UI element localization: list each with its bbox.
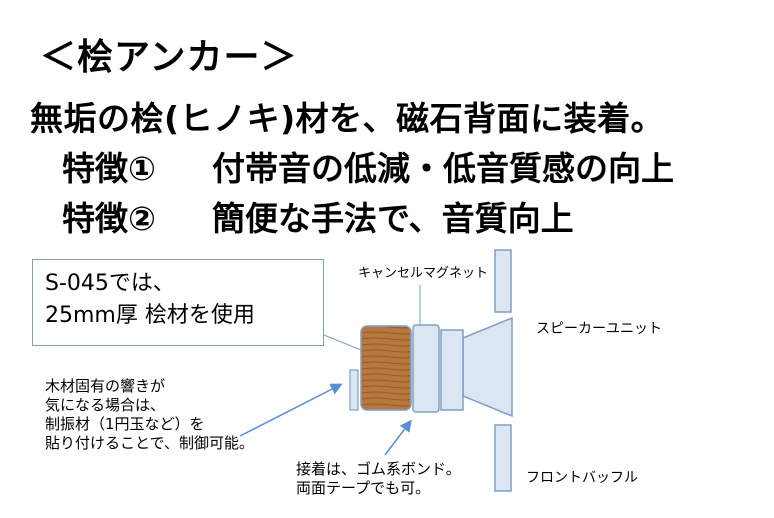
wood-note-line-3: 制振材（1円玉など）を [45, 415, 205, 433]
callout-leader [323, 334, 362, 351]
front-baffle-bottom [494, 424, 512, 492]
feature-2-text: 簡便な手法で、音質向上 [212, 199, 574, 238]
speaker-cone [462, 316, 513, 418]
damping-material [349, 369, 359, 411]
page-title: ＜桧アンカー＞ [40, 37, 298, 78]
bond-note-line-2: 両面テープでも可。 [296, 479, 431, 497]
callout-line-1: S-045では、 [45, 271, 175, 296]
headline: 無垢の桧(ヒノキ)材を、磁石背面に装着。 [30, 99, 665, 138]
bond-note-arrow [384, 419, 412, 456]
hinoki-wood-block [360, 325, 412, 411]
bond-note-line-1: 接着は、ゴム系ボンド。 [296, 460, 461, 478]
speaker-unit-label: スピーカーユニット [536, 321, 662, 337]
feature-2-number: 特徴② [62, 199, 156, 238]
wood-note-arrow [239, 383, 343, 437]
main-magnet [440, 329, 464, 411]
front-baffle-label: フロントバッフル [526, 470, 638, 486]
callout-line-2: 25mm厚 桧材を使用 [45, 303, 255, 328]
feature-1: 特徴① 付帯音の低減・低音質感の向上 [62, 142, 674, 190]
feature-1-number: 特徴① [62, 149, 156, 188]
bond-note: 接着は、ゴム系ボンド。 両面テープでも可。 [296, 460, 461, 498]
wood-note-line-1: 木材固有の響きが [45, 377, 166, 395]
cancel-magnet-label: キャンセルマグネット [358, 266, 489, 281]
wood-note-line-2: 気になる場合は、 [45, 396, 166, 414]
wood-resonance-note: 木材固有の響きが 気になる場合は、 制振材（1円玉など）を 貼り付けることで、制… [45, 377, 254, 453]
front-baffle-top [494, 249, 512, 313]
wood-note-line-4: 貼り付けることで、制御可能。 [45, 434, 254, 452]
feature-2: 特徴② 簡便な手法で、音質向上 [62, 192, 574, 240]
feature-1-text: 付帯音の低減・低音質感の向上 [212, 149, 674, 188]
callout-box: S-045では、 25mm厚 桧材を使用 [32, 259, 324, 346]
cancel-magnet [412, 324, 440, 413]
